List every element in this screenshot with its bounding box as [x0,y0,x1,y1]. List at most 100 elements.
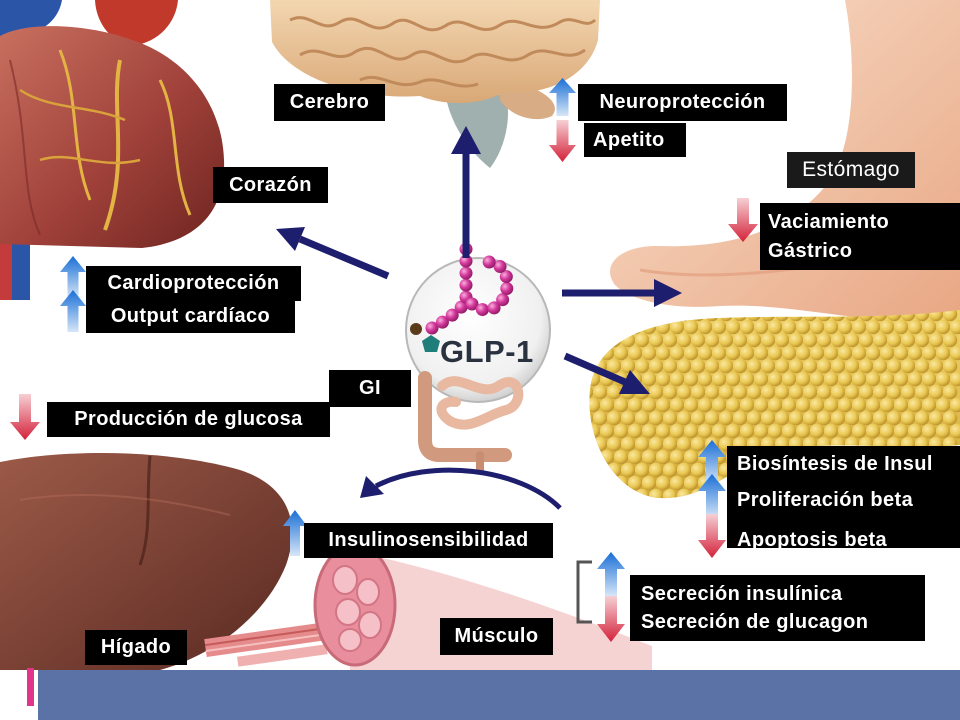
pancreas-lobule [690,410,706,426]
label-gi: GI [329,370,411,407]
produccion-glucosa-down-arrow-icon [10,394,40,440]
pancreas-lobule [746,384,762,400]
output-cardiaco-up-arrow-icon [60,290,86,332]
pancreas-lobule [844,410,860,426]
pancreas-lobule [725,319,741,335]
pancreas-lobule [641,423,657,439]
pancreas-lobule [760,358,776,374]
pancreas-lobule [648,410,664,426]
pancreas-lobule [589,371,601,387]
pancreas-lobule [718,332,734,348]
pancreas-lobule [589,462,594,478]
pancreas-lobule [655,345,671,361]
pancreas-lobule [879,319,895,335]
intestine-illustration [418,371,524,474]
pancreas-lobule [837,319,853,335]
pancreas-lobule [627,449,643,465]
pancreas-lobule [900,332,916,348]
footer-band [38,670,960,720]
pancreas-lobule [928,358,944,374]
pancreas-lobule [606,332,622,348]
pancreas-lobule [697,319,713,335]
label-apetito: Apetito [584,123,686,157]
label-secrecion-insulinica: Secreción insulínica [641,583,843,605]
pancreas-lobule [669,371,685,387]
pancreas-lobule [879,371,895,387]
effect-arrows [276,126,682,510]
glp1-bead [425,321,439,335]
pancreas-lobule [844,332,860,348]
arrowhead-stomach-icon [654,279,682,307]
pancreas-lobule [676,384,692,400]
pancreas-lobule [683,397,699,413]
pancreas-lobule [900,410,916,426]
pancreas-lobule [893,345,909,361]
apetito-down-arrow-icon [549,120,576,162]
arrow-to-heart [298,235,390,280]
pancreas-lobule [739,371,755,387]
pancreas-lobule [949,345,960,361]
pancreas-lobule [914,410,930,426]
pancreas-lobule [683,345,699,361]
glp1-title: GLP-1 [440,334,534,369]
pancreas-lobule [795,319,811,335]
pancreas-lobule [669,423,685,439]
glp1-bead [475,303,489,317]
pancreas-lobule [760,384,776,400]
label-biosintesis-insulina: Biosíntesis de Insul [727,446,960,483]
pancreas-lobule [760,332,776,348]
pancreas-lobule [683,371,699,387]
pancreas-lobule [662,358,678,374]
pancreas-lobule [809,345,825,361]
secrecion-insulinica-up-arrow-icon [597,552,625,596]
pancreas-lobule [711,397,727,413]
pancreas-lobule [823,397,839,413]
pancreas-lobule [655,371,671,387]
pancreas-lobule [589,397,601,413]
pancreas-lobule [589,423,601,439]
glp1-bead [499,270,513,284]
label-corazon: Corazón [213,167,328,203]
neuroproteccion-up-arrow-icon [549,78,576,116]
pancreas-lobule [886,384,902,400]
pancreas-lobule [725,423,741,439]
pancreas-lobule [589,488,594,499]
pancreas-lobule [697,423,713,439]
label-vaciamiento-gastrico: Vaciamiento Gástrico [760,203,960,270]
pancreas-lobule [823,319,839,335]
pancreas-lobule [802,384,818,400]
vaciamiento-down-arrow-icon [728,198,758,242]
pancreas-lobule [802,410,818,426]
pancreas-lobule [781,423,797,439]
pancreas-lobule [753,345,769,361]
pancreas-lobule [914,358,930,374]
pancreas-lobule [921,319,937,335]
pancreas-lobule [641,345,657,361]
pancreas-lobule [823,345,839,361]
pancreas-lobule [739,423,755,439]
pancreas-lobule [606,310,622,322]
glp1-circle [405,257,551,403]
pancreas-lobule [900,358,916,374]
pancreas-lobule [774,410,790,426]
pancreas-lobule [676,358,692,374]
pancreas-lobule [942,410,958,426]
pancreas-lobule [837,397,853,413]
biosintesis-up-arrow-icon [698,440,726,484]
pancreas-lobule [844,384,860,400]
pancreas-lobule [620,488,636,499]
pancreas-lobule [690,462,706,478]
pancreas-lobule [907,345,923,361]
pancreas-lobule [599,449,615,465]
pancreas-lobule [753,319,769,335]
pancreas-lobule [942,358,958,374]
pancreas-lobule [851,423,867,439]
arrow-to-pancreas [563,352,627,386]
pancreas-lobule [809,423,825,439]
pancreas-lobule [879,397,895,413]
label-secrecion: Secreción insulínica Secreción de glucag… [630,575,925,641]
pancreas-lobule [613,423,629,439]
pancreas-lobule [648,358,664,374]
pancreas-lobule [809,371,825,387]
pancreas-lobule [627,475,643,491]
